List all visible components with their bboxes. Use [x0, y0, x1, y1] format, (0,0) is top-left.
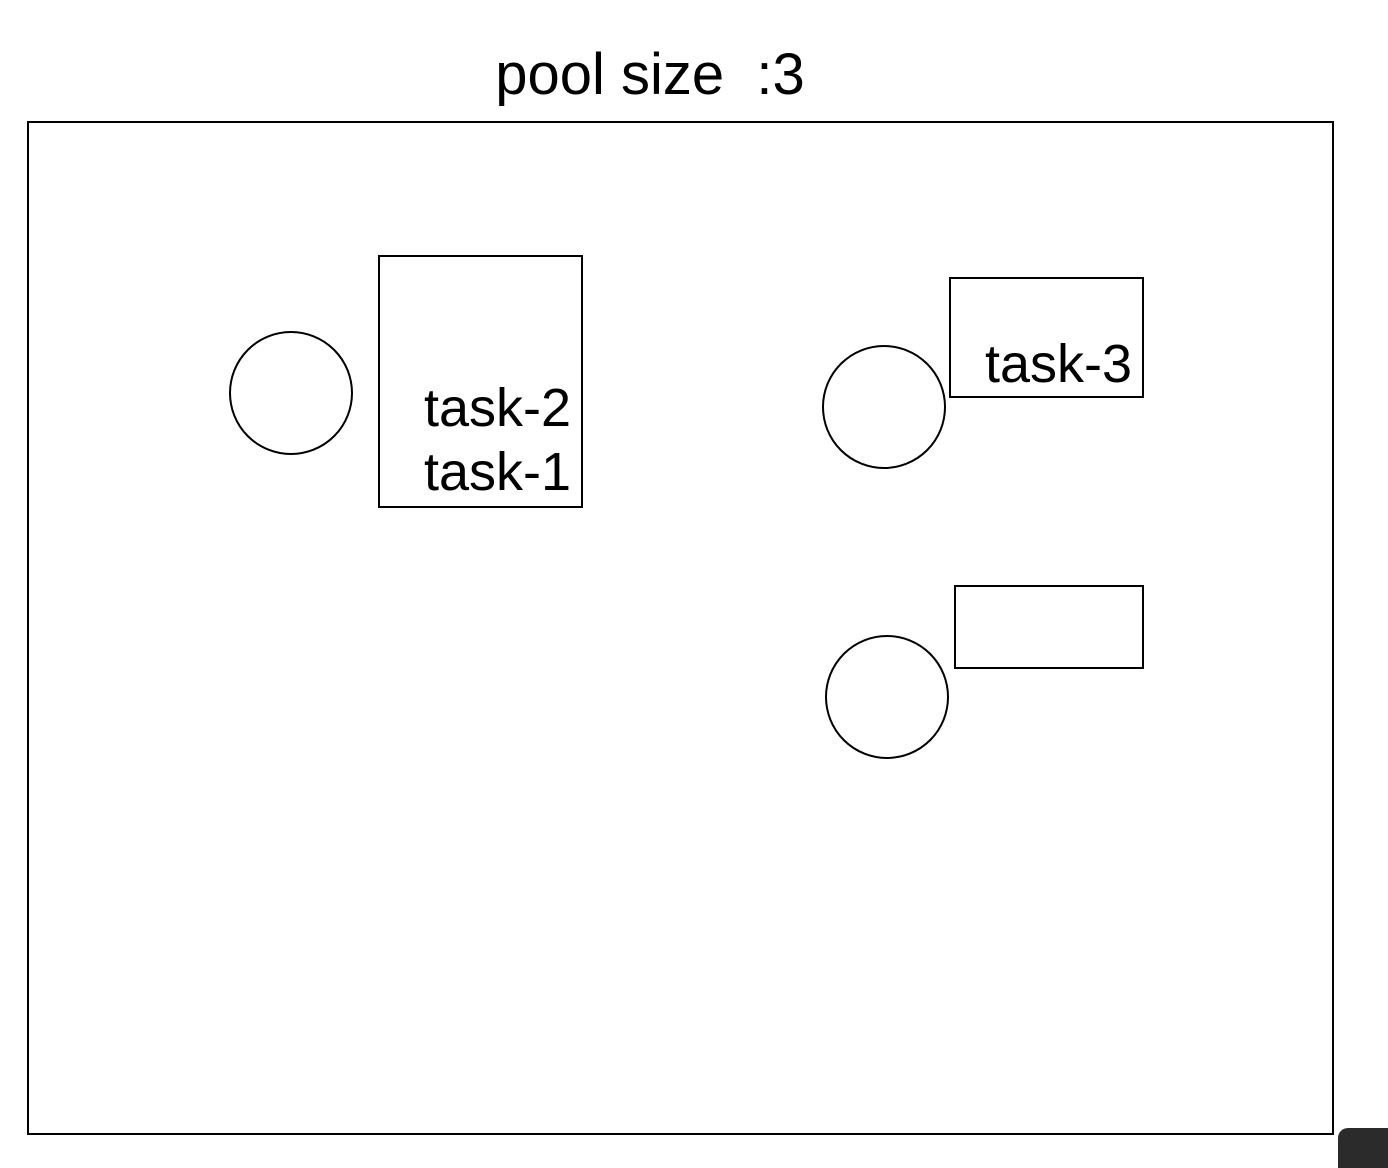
pool-size-title: pool size :3	[495, 42, 805, 107]
worker-1-queue: task-2 task-1	[378, 255, 583, 508]
task-label: task-2	[423, 378, 571, 438]
worker-1-circle	[229, 331, 353, 455]
corner-tab[interactable]	[1338, 1128, 1388, 1168]
pool-frame	[27, 121, 1334, 1135]
task-label: task-1	[423, 442, 571, 502]
task-label: task-3	[984, 334, 1132, 394]
worker-2-circle	[822, 345, 946, 469]
worker-2-queue: task-3	[949, 277, 1144, 398]
worker-3-circle	[825, 635, 949, 759]
worker-3-queue	[954, 585, 1144, 669]
